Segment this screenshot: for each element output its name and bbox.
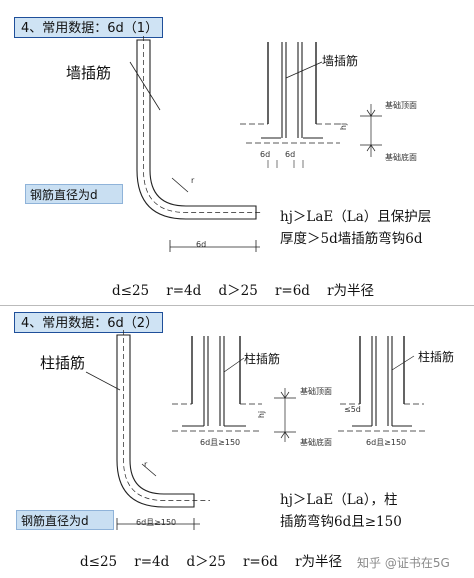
bend-radius-mark-2: r xyxy=(144,460,148,469)
column-rebar-bar xyxy=(116,334,195,508)
note2-line-2: 插筋弯钩6d且≥150 xyxy=(280,514,402,530)
wall-rebar-centerline xyxy=(143,36,262,213)
column-rebar-detail-label-b: 柱插筋 xyxy=(418,350,455,364)
column-rebar-detail-label-a: 柱插筋 xyxy=(244,352,281,366)
column-rebar-label: 柱插筋 xyxy=(40,354,86,372)
six-d-150-hook-dimension: 6d且≥150 xyxy=(136,518,177,527)
foundation-bottom-label-2: 基础底面 xyxy=(300,438,332,447)
note-line-2: 厚度＞5d墙插筋弯钩6d xyxy=(280,231,423,247)
wall-rebar-bar xyxy=(136,39,257,220)
foundation-top-label: 基础顶面 xyxy=(385,101,417,110)
six-d-150-dimension-b: 6d且≥150 xyxy=(366,438,407,447)
section-divider xyxy=(0,305,474,306)
six-d-dimension-left: 6d xyxy=(260,150,271,159)
section1-title: 4、常用数据：6d（1） xyxy=(14,17,163,38)
foundation-bottom-label: 基础底面 xyxy=(385,153,417,162)
radius-formula: d≤25 r=4d d＞25 r=6d r为半径 xyxy=(112,283,375,299)
five-d-mark: ≤5d xyxy=(344,405,361,414)
rebar-diameter-tag: 钢筋直径为d xyxy=(25,184,123,204)
column-rebar-centerline xyxy=(123,330,210,501)
wall-rebar-detail-label: 墙插筋 xyxy=(322,54,359,68)
section2-title: 4、常用数据：6d（2） xyxy=(14,312,163,333)
six-d-hook-dimension: 6d xyxy=(196,240,207,249)
bend-radius-mark: r xyxy=(191,176,195,185)
note-line-1: hj＞LaE（La）且保护层 xyxy=(280,209,432,225)
radius-formula-2: d≤25 r=4d d＞25 r=6d r为半径 xyxy=(80,554,343,570)
wall-rebar-label: 墙插筋 xyxy=(66,64,112,82)
rebar-diameter-tag-2: 钢筋直径为d xyxy=(16,510,114,530)
six-d-dimension-right: 6d xyxy=(285,150,296,159)
watermark: 知乎 @证书在5G xyxy=(357,556,450,570)
note2-line-1: hj＞LaE（La），柱 xyxy=(280,492,398,508)
six-d-150-dimension-a: 6d且≥150 xyxy=(200,438,241,447)
foundation-top-label-2: 基础顶面 xyxy=(300,387,332,396)
